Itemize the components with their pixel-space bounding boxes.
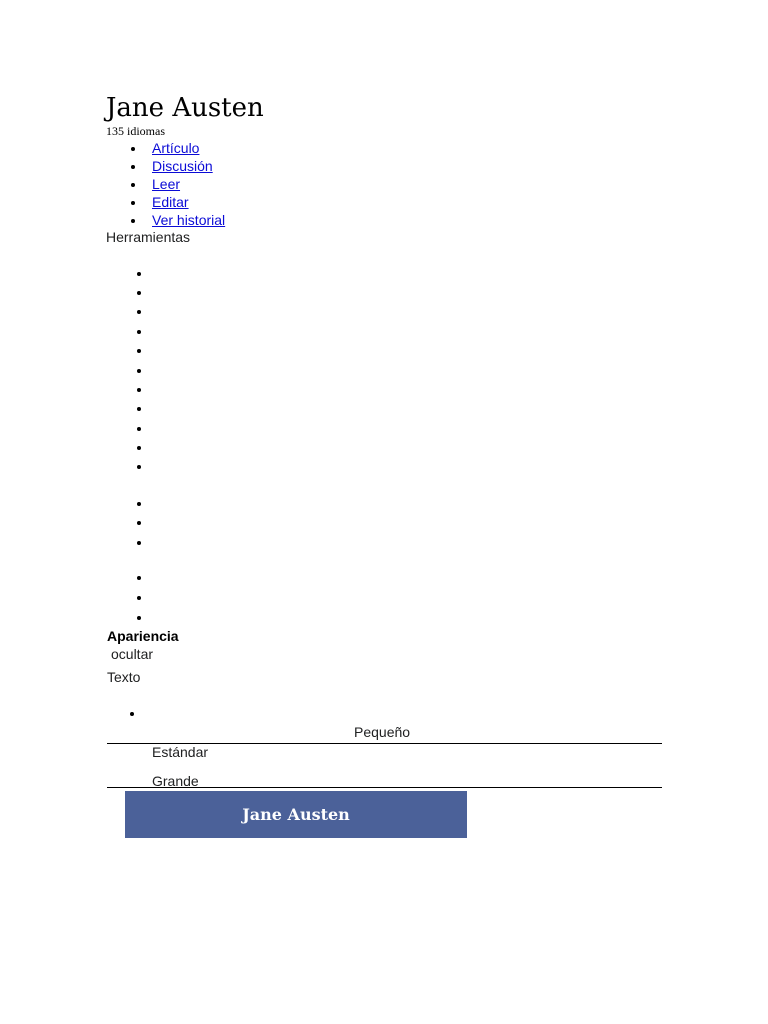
tools-list-bullet <box>137 291 141 295</box>
tools-list-bullet <box>137 407 141 411</box>
text-size-small-option[interactable]: Pequeño <box>354 724 411 740</box>
divider-line <box>107 743 662 744</box>
infobox-title-banner: Jane Austen <box>125 791 467 838</box>
tab-read-link[interactable]: Leer <box>152 176 181 192</box>
tools-list-bullet <box>137 369 141 373</box>
tools-list-bullet <box>137 446 141 450</box>
tab-discussion-link[interactable]: Discusión <box>152 158 213 174</box>
tools-menu-label[interactable]: Herramientas <box>106 229 191 245</box>
tools-list-bullet <box>137 616 141 620</box>
appearance-heading: Apariencia <box>107 628 179 644</box>
tools-list-bullet <box>137 596 141 600</box>
page-title: Jane Austen <box>106 93 264 123</box>
tab-read: Leer <box>106 175 225 193</box>
tools-list-bullet <box>137 541 141 545</box>
tab-edit-link[interactable]: Editar <box>152 194 189 210</box>
tab-article-link[interactable]: Artículo <box>152 140 200 156</box>
tools-list-bullet <box>137 427 141 431</box>
text-size-large-option[interactable]: Grande <box>152 773 199 789</box>
appearance-hide-button[interactable]: ocultar <box>111 646 154 662</box>
tab-history-link[interactable]: Ver historial <box>152 212 226 228</box>
tools-list-bullet <box>137 465 141 469</box>
text-size-standard-option[interactable]: Estándar <box>152 744 209 760</box>
tab-discussion: Discusión <box>106 157 225 175</box>
tools-list-bullet <box>137 310 141 314</box>
tools-list-bullet <box>137 502 141 506</box>
tab-edit: Editar <box>106 193 225 211</box>
tools-list-bullet <box>137 349 141 353</box>
tools-list-bullet <box>137 272 141 276</box>
text-size-label: Texto <box>107 669 141 685</box>
language-count[interactable]: 135 idiomas <box>106 124 165 138</box>
tab-history: Ver historial <box>106 211 225 229</box>
divider-line <box>107 787 662 788</box>
tools-list-bullet <box>137 388 141 392</box>
tab-article: Artículo <box>106 139 225 157</box>
tools-list-bullet <box>137 521 141 525</box>
tools-list-bullet <box>137 330 141 334</box>
tools-list-bullet <box>137 576 141 580</box>
text-size-list-bullet <box>130 712 134 716</box>
page-tabs: Artículo Discusión Leer Editar Ver histo… <box>106 139 225 229</box>
